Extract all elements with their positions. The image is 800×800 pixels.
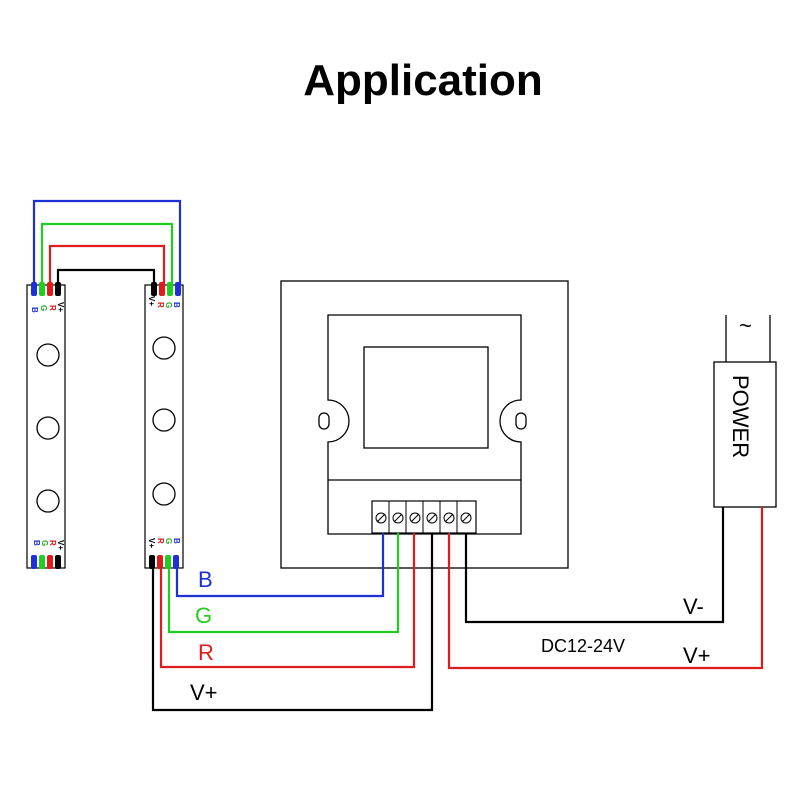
connector-middle-bottom	[149, 555, 179, 569]
svg-text:G: G	[39, 305, 48, 311]
svg-text:G: G	[164, 538, 173, 544]
pin-labels-middle-top: V+ R G B	[147, 296, 181, 308]
label-v-plus-power: V+	[683, 643, 711, 668]
controller-panel	[280, 280, 569, 569]
output-wires	[151, 533, 434, 712]
svg-text:B: B	[172, 538, 181, 544]
svg-text:G: G	[40, 540, 49, 546]
led-dot	[36, 489, 60, 513]
power-supply: ~ POWER	[713, 313, 777, 508]
led-dot	[152, 408, 176, 432]
label-g: G	[195, 603, 212, 628]
page-title: Application	[303, 56, 543, 105]
power-wires	[447, 507, 764, 670]
svg-text:R: R	[156, 538, 165, 544]
led-strip-left: B G R V+ B G R V+	[26, 284, 66, 569]
svg-text:V+: V+	[147, 538, 156, 548]
label-r: R	[198, 640, 214, 665]
controller-body	[327, 314, 522, 535]
svg-text:G: G	[164, 302, 173, 308]
led-dot	[152, 336, 176, 360]
connector-left-bottom	[31, 555, 61, 569]
svg-text:B: B	[32, 540, 41, 546]
led-strip-middle: V+ R G B V+ R G B	[144, 284, 184, 569]
power-label: POWER	[728, 375, 753, 458]
svg-text:R: R	[156, 302, 165, 308]
svg-text:B: B	[30, 307, 39, 313]
ac-symbol: ~	[739, 313, 752, 338]
svg-text:V+: V+	[56, 540, 65, 550]
svg-text:B: B	[172, 302, 181, 308]
terminal-block	[371, 500, 477, 534]
label-v-plus-strip: V+	[190, 680, 218, 705]
svg-text:V+: V+	[147, 296, 156, 306]
power-box	[713, 361, 777, 508]
pin-labels-left-bottom: B G R V+	[32, 540, 65, 550]
led-dot	[152, 482, 176, 506]
label-b: B	[198, 567, 213, 592]
label-voltage: DC12-24V	[541, 636, 625, 656]
svg-text:R: R	[48, 540, 57, 546]
label-v-minus: V-	[683, 594, 704, 619]
mount-hole-left	[318, 412, 330, 430]
led-dot	[36, 416, 60, 440]
led-dot	[36, 343, 60, 367]
svg-text:V+: V+	[56, 302, 65, 312]
svg-text:R: R	[48, 305, 57, 311]
pin-labels-left-top: B G R V+	[30, 302, 65, 313]
mount-hole-right	[515, 412, 527, 430]
pin-labels-middle-bottom: V+ R G B	[147, 538, 181, 548]
controller-display	[363, 346, 489, 449]
strip-interconnect-wires	[31, 199, 182, 296]
